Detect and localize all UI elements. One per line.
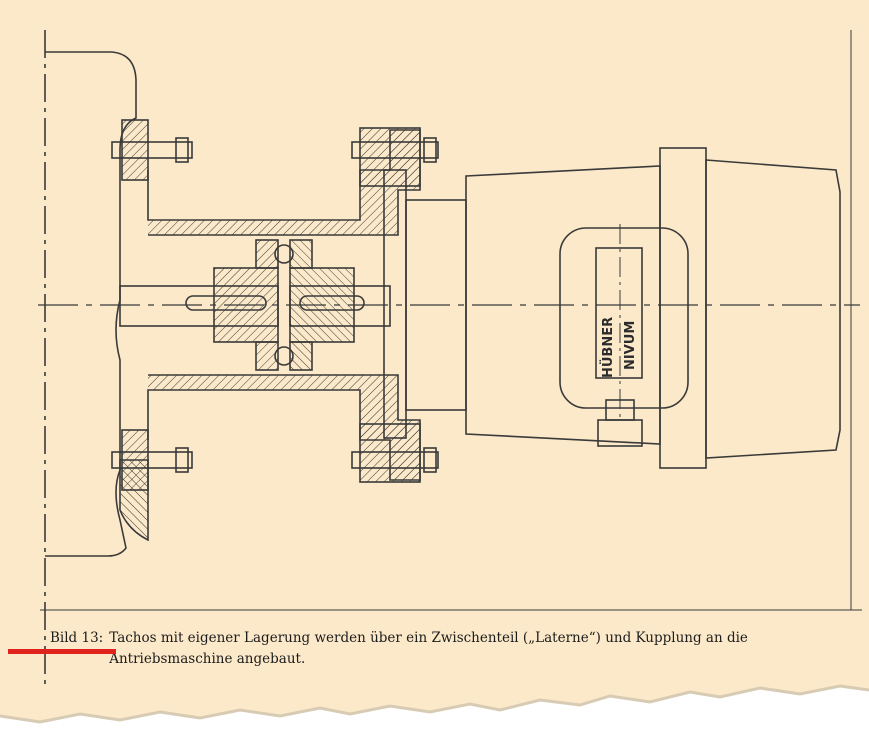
coupling (213, 239, 355, 371)
tacho-end-cover (705, 159, 841, 459)
nameplate-type: NIVUM (623, 321, 638, 370)
bolt-left-top (111, 141, 193, 159)
bolt-left-bottom (111, 451, 193, 469)
bolt-head-right-bottom (423, 447, 437, 473)
nameplate (595, 247, 643, 379)
caption-line-2: Antriebsmaschine angebaut. (109, 651, 306, 667)
lantern-flange-right-bottom (359, 423, 421, 483)
red-accent-bar (8, 649, 116, 654)
bolt-head-left-bottom (175, 447, 189, 473)
machine-housing-outline (45, 51, 137, 557)
caption-label: Bild 13 (50, 630, 99, 646)
bolt-head-left-top (175, 137, 189, 163)
figure-caption: Bild 13: Tachos mit eigener Lagerung wer… (50, 628, 850, 670)
bolt-right-bottom (351, 451, 439, 469)
machine-flange-top (121, 119, 149, 181)
lantern-flange-right-top (359, 127, 421, 187)
caption-text: Tachos mit eigener Lagerung werden über … (109, 628, 850, 670)
nameplate-brand: HÜBNER (600, 317, 616, 378)
caption-line-1: Tachos mit eigener Lagerung werden über … (109, 630, 748, 646)
tacho-shaft (289, 285, 391, 327)
bolt-right-top (351, 141, 439, 159)
tacho-shaft-key (299, 295, 365, 311)
caption-colon: : (98, 630, 104, 646)
nameplate-lettering: HÜBNER NIVUM (600, 317, 638, 378)
cable-gland-neck (605, 399, 635, 421)
torn-edge (0, 684, 869, 724)
bolt-head-right-top (423, 137, 437, 163)
terminal-box (559, 227, 689, 409)
machine-wall-hatch (119, 459, 149, 542)
